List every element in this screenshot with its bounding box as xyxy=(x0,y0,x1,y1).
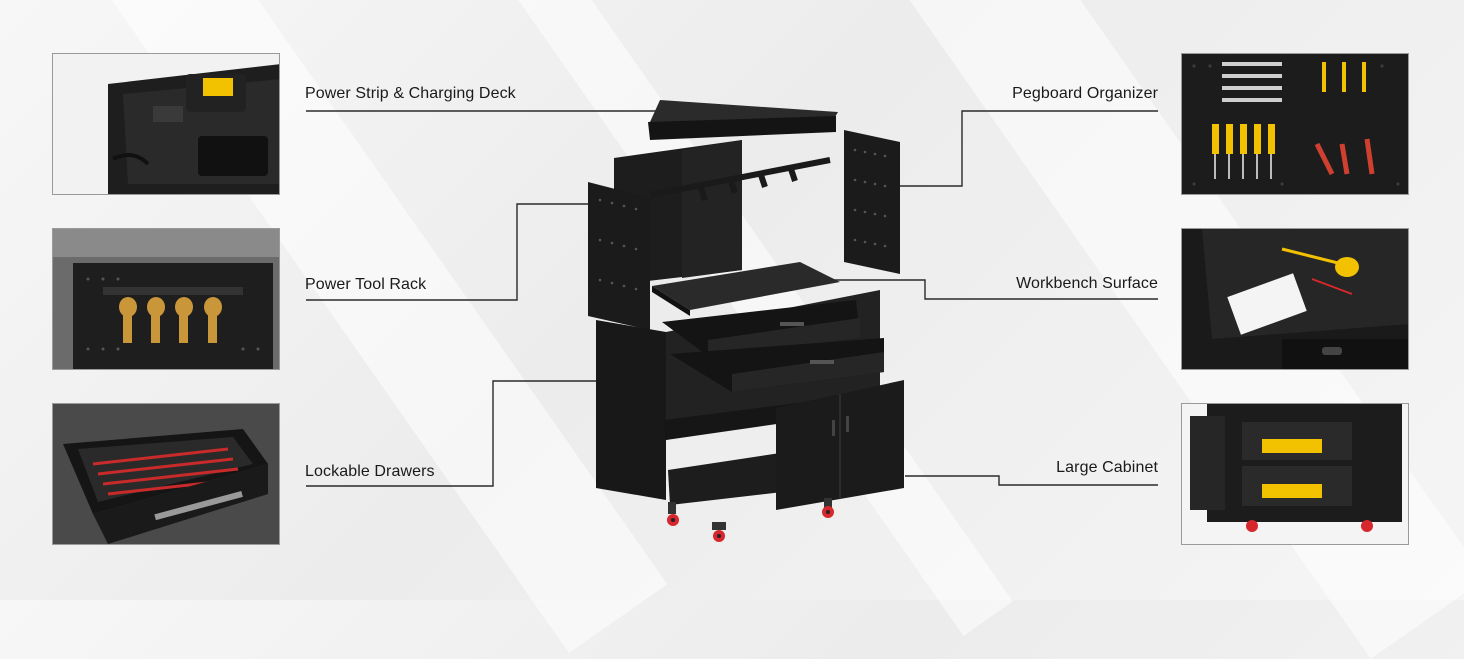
label-cabinet: Large Cabinet xyxy=(1056,459,1158,476)
casters xyxy=(667,498,834,542)
label-lockable-drawers: Lockable Drawers xyxy=(305,463,435,480)
leader-lines xyxy=(306,110,1158,487)
side-pegboard xyxy=(844,130,900,274)
leader-pegboard xyxy=(900,110,1158,187)
tool-cart-exploded-view xyxy=(588,100,904,542)
label-workbench: Workbench Surface xyxy=(1016,275,1158,292)
thumb-cabinet xyxy=(1181,403,1409,545)
cabinet-doors xyxy=(776,380,904,510)
thumb-power-tool-rack xyxy=(52,228,280,370)
label-power-tool-rack: Power Tool Rack xyxy=(305,276,427,293)
tool-rack-bar xyxy=(649,157,831,201)
label-pegboard: Pegboard Organizer xyxy=(1012,85,1158,102)
leader-power-tool-rack xyxy=(306,203,640,301)
left-pegboard xyxy=(588,182,650,330)
leader-lockable-drawers xyxy=(306,380,690,487)
charging-tray xyxy=(648,100,838,140)
thumb-workbench xyxy=(1181,228,1409,370)
label-power-strip: Power Strip & Charging Deck xyxy=(305,85,516,102)
leader-cabinet xyxy=(905,475,1158,486)
leader-workbench xyxy=(820,279,1158,300)
workbench-top xyxy=(652,262,840,316)
thumb-power-strip xyxy=(52,53,280,195)
drawer-bottom xyxy=(670,338,884,392)
thumb-lockable-drawers xyxy=(52,403,280,545)
thumb-pegboard xyxy=(1181,53,1409,195)
drawer-top xyxy=(662,300,860,356)
